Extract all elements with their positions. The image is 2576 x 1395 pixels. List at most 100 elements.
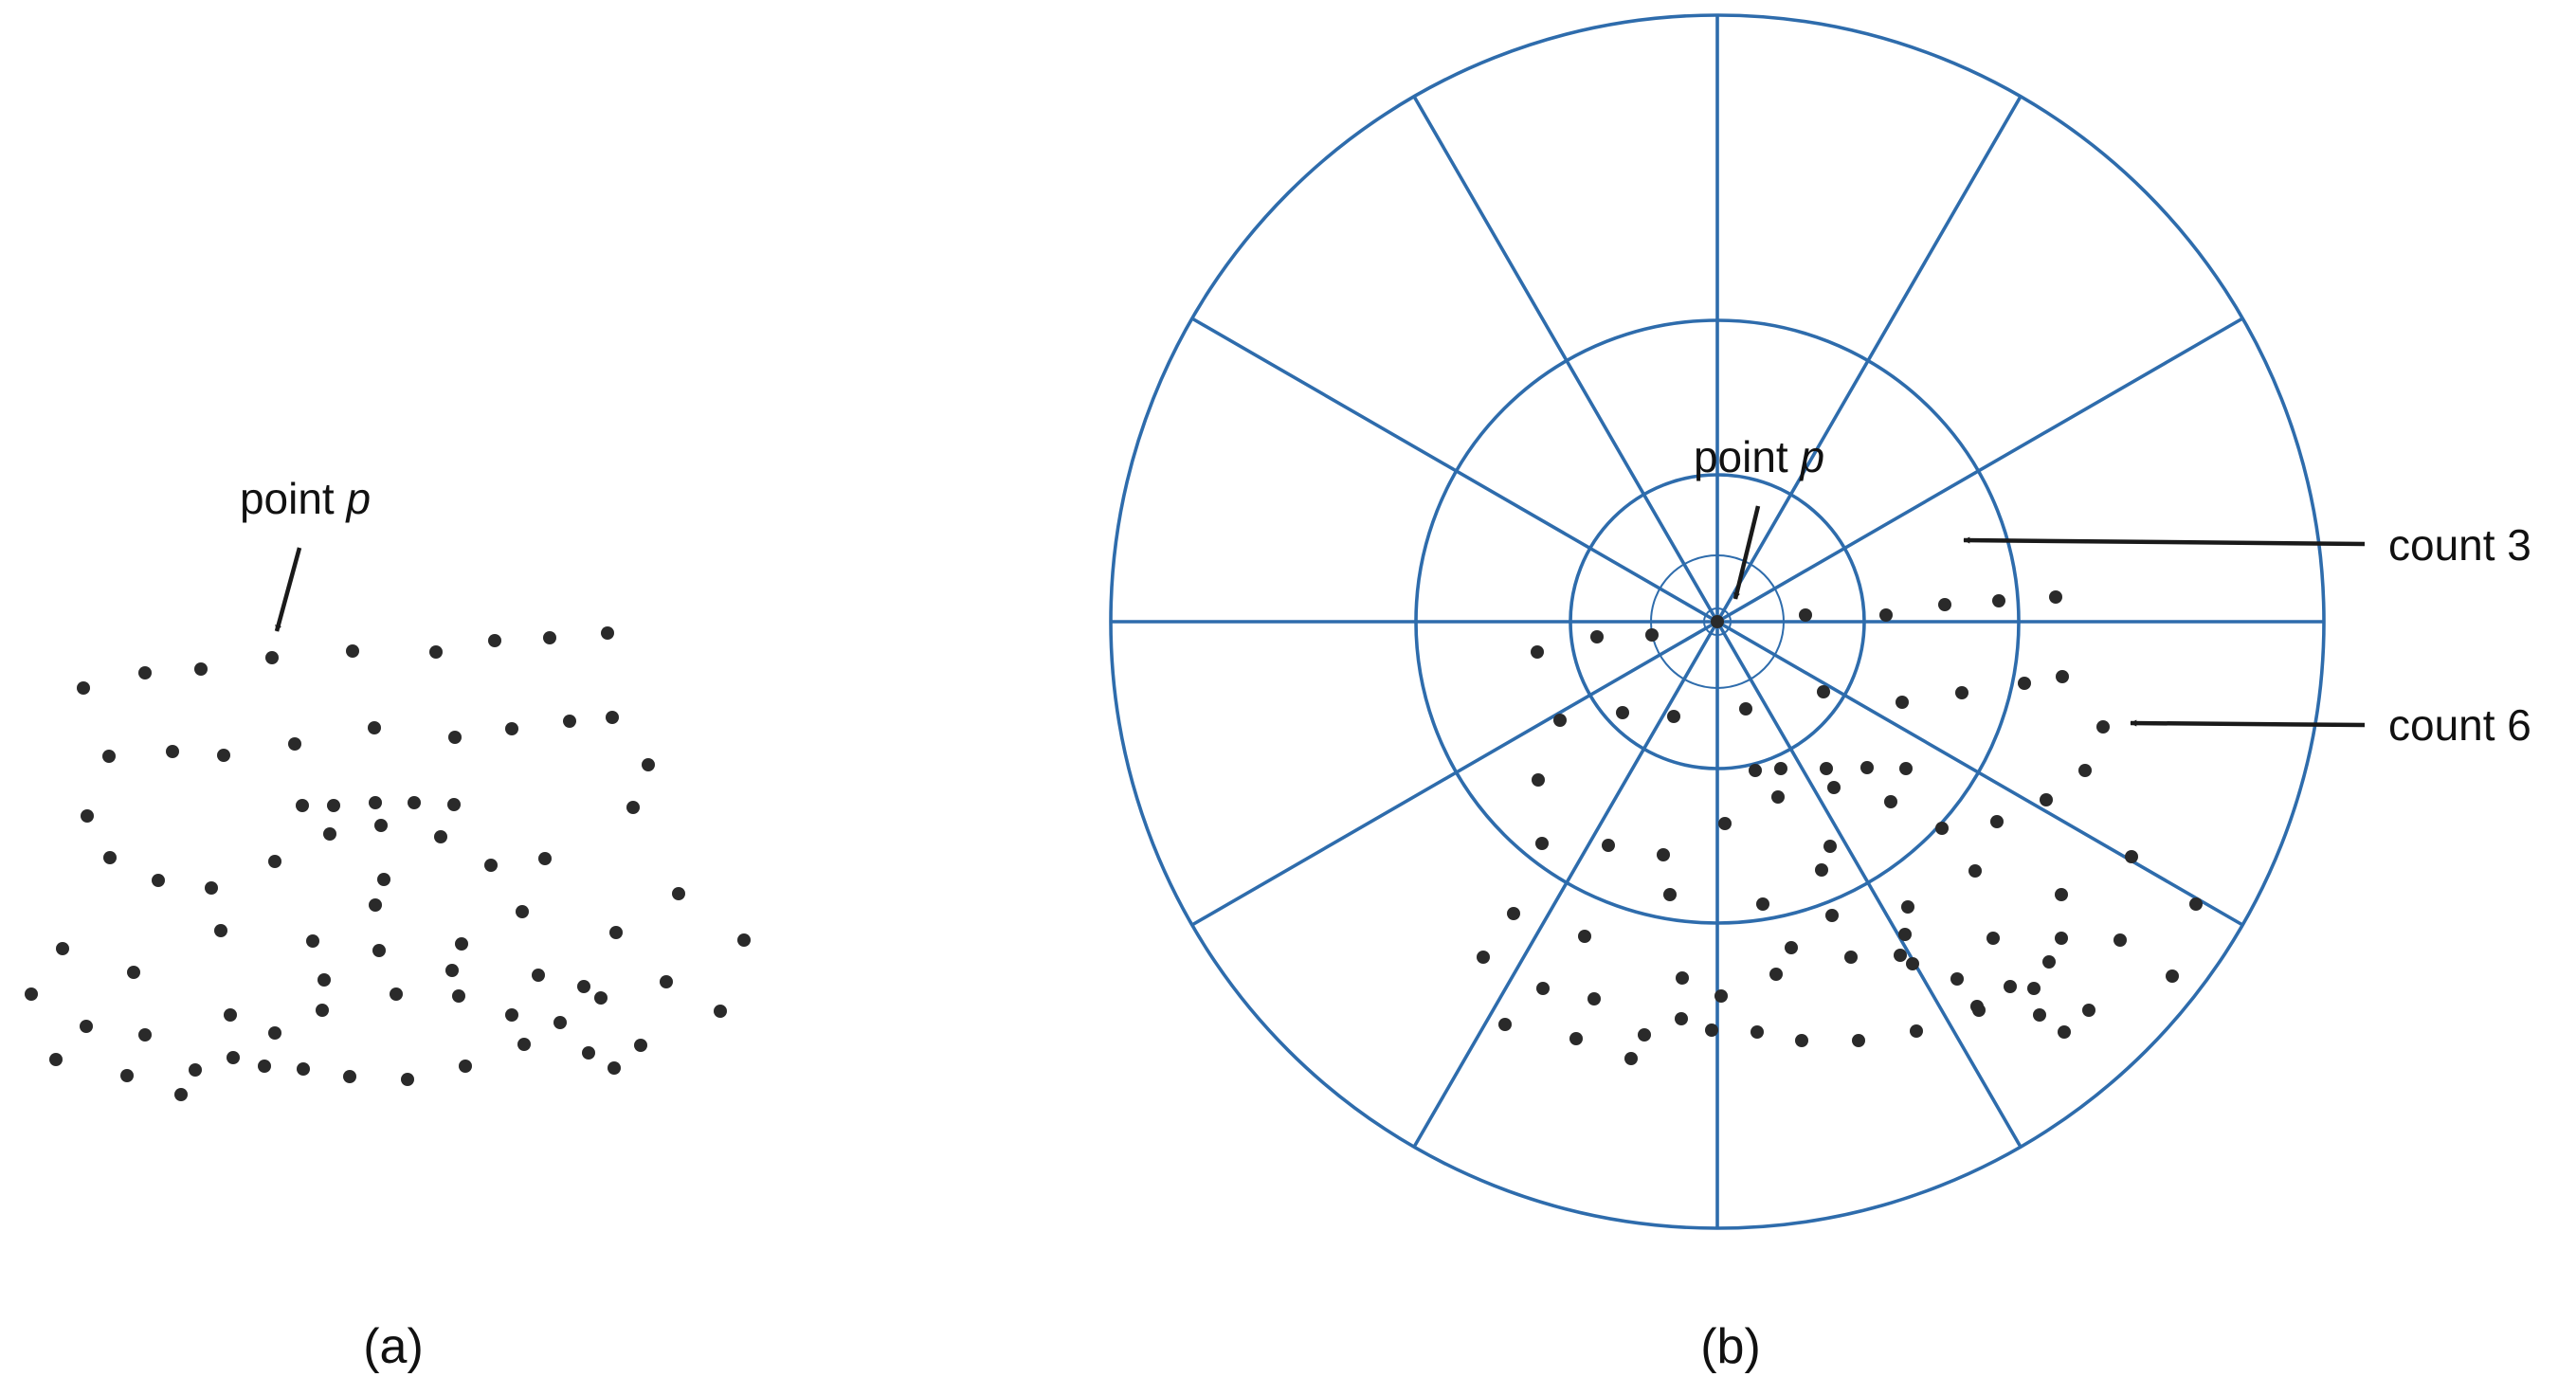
scatter-point — [2040, 793, 2053, 806]
scatter-point — [660, 975, 673, 988]
scatter-point — [268, 1026, 281, 1040]
scatter-point — [2056, 670, 2069, 683]
scatter-point — [194, 662, 208, 676]
scatter-point — [1531, 645, 1544, 659]
angular-bin-spoke — [1412, 95, 1719, 623]
scatter-point — [288, 737, 301, 751]
angular-bin-spoke — [1190, 620, 1718, 927]
panel-a: point p (a) — [25, 474, 751, 1374]
scatter-point — [138, 666, 152, 679]
scatter-point — [297, 1062, 310, 1076]
count-3-arrow — [1963, 536, 2366, 547]
scatter-point — [448, 731, 462, 744]
panel-a-point-cloud — [25, 626, 751, 1101]
angular-bin-spoke — [1716, 620, 2244, 927]
scatter-point — [1844, 951, 1858, 964]
angular-bin-spoke — [1716, 317, 2244, 624]
scatter-point — [608, 1061, 621, 1075]
scatter-point — [1852, 1034, 1865, 1047]
scatter-point — [217, 749, 230, 762]
scatter-point — [346, 644, 359, 658]
scatter-point — [543, 631, 556, 644]
scatter-point — [1602, 839, 1615, 852]
scatter-point — [1823, 840, 1837, 853]
scatter-point — [601, 626, 614, 640]
scatter-point — [138, 1028, 152, 1042]
center-point — [1711, 615, 1724, 628]
scatter-point — [459, 1060, 472, 1073]
scatter-point — [2027, 982, 2041, 995]
scatter-point — [1645, 628, 1659, 642]
scatter-point — [1955, 686, 1968, 699]
scatter-point — [2042, 955, 2056, 969]
scatter-point — [1799, 608, 1812, 622]
scatter-point — [2004, 980, 2017, 993]
scatter-point — [408, 796, 421, 809]
scatter-point — [174, 1088, 188, 1101]
scatter-point — [1771, 790, 1785, 804]
scatter-point — [258, 1060, 271, 1073]
scatter-point — [553, 1016, 567, 1029]
scatter-point — [2125, 850, 2138, 863]
scatter-point — [369, 898, 382, 912]
scatter-point — [1532, 773, 1545, 787]
scatter-point — [1638, 1028, 1651, 1042]
scatter-point — [2078, 764, 2092, 777]
scatter-point — [626, 801, 640, 814]
scatter-point — [296, 799, 309, 812]
panel-b-point-cloud — [1477, 590, 2203, 1065]
scatter-point — [594, 991, 608, 1005]
panel-b-pointer-arrow — [1732, 505, 1761, 600]
scatter-point — [224, 1008, 237, 1022]
scatter-point — [1827, 781, 1841, 794]
scatter-point — [390, 987, 403, 1001]
scatter-point — [120, 1069, 134, 1082]
scatter-point — [1569, 1032, 1583, 1045]
scatter-point — [1938, 598, 1951, 611]
scatter-point — [1935, 822, 1949, 835]
scatter-point — [1906, 957, 1919, 970]
scatter-point — [1714, 989, 1728, 1003]
panel-b-caption: (b) — [1700, 1319, 1761, 1374]
scatter-point — [1795, 1034, 1808, 1047]
scatter-point — [1990, 815, 2004, 828]
scatter-point — [1667, 710, 1680, 723]
angular-bin-spoke — [1715, 95, 2023, 623]
scatter-point — [2055, 888, 2068, 901]
panel-b-point-word: point — [1694, 432, 1788, 481]
scatter-point — [1860, 761, 1874, 774]
scatter-point — [1751, 1025, 1764, 1039]
scatter-point — [2189, 897, 2203, 911]
scatter-point — [1675, 1012, 1688, 1025]
scatter-point — [434, 830, 447, 843]
scatter-point — [1536, 982, 1550, 995]
scatter-point — [368, 721, 381, 734]
scatter-point — [484, 859, 498, 872]
scatter-point — [56, 942, 69, 955]
scatter-point — [1950, 972, 1964, 986]
count-6-arrow — [2130, 719, 2366, 728]
scatter-point — [429, 645, 443, 659]
panel-b-point-var: p — [1798, 432, 1824, 481]
scatter-point — [152, 874, 165, 887]
scatter-point — [214, 924, 227, 937]
scatter-point — [2113, 933, 2127, 947]
scatter-point — [1477, 951, 1490, 964]
scatter-point — [1879, 608, 1893, 622]
scatter-point — [1898, 928, 1912, 941]
scatter-point — [1590, 630, 1604, 643]
scatter-point — [1749, 764, 1762, 777]
scatter-point — [1657, 848, 1670, 861]
scatter-point — [1899, 762, 1913, 775]
scatter-point — [1968, 864, 1982, 878]
scatter-point — [1498, 1018, 1512, 1031]
scatter-point — [2096, 720, 2110, 734]
scatter-point — [1884, 795, 1897, 808]
angular-bin-spoke — [1190, 317, 1718, 624]
scatter-point — [447, 798, 461, 811]
panel-a-point-word: point — [240, 474, 335, 523]
scatter-point — [505, 722, 518, 735]
scatter-point — [488, 634, 501, 647]
scatter-point — [714, 1005, 727, 1018]
